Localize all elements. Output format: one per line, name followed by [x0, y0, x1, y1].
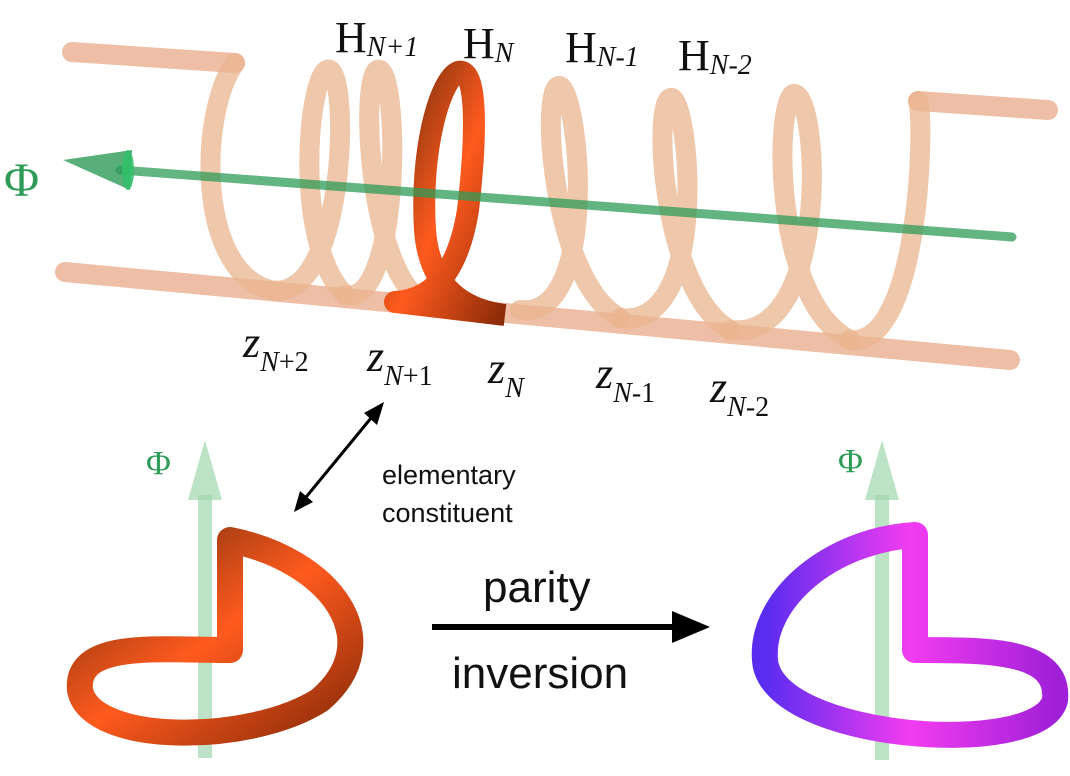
constituent-label-line2: constituent	[382, 498, 513, 528]
z-label-n-minus-1: zN-1	[596, 349, 656, 409]
z-label-n-plus-1: zN+1	[367, 332, 433, 392]
phi-axis-top	[63, 150, 1017, 242]
parity-label: parity	[483, 563, 591, 612]
constituent-arrow	[294, 402, 384, 512]
constituent-label-line1: elementary	[382, 460, 516, 490]
helix-label-h-n: HN	[463, 19, 514, 69]
inversion-label: inversion	[452, 649, 629, 698]
highlighted-loop	[384, 60, 507, 326]
left-constituent	[66, 440, 364, 758]
helix-label-h-n-minus-1: HN-1	[565, 23, 639, 73]
phi-label-top: Φ	[4, 154, 40, 207]
z-label-n-minus-2: zN-2	[710, 363, 770, 423]
phi-label-left: Φ	[146, 445, 171, 482]
phi-label-right: Φ	[838, 443, 863, 480]
right-constituent	[751, 440, 1069, 760]
z-label-n-plus-2: zN+2	[243, 318, 309, 378]
z-label-n: zN	[488, 344, 524, 404]
helix-label-h-n-plus-1: HN+1	[335, 13, 419, 63]
parity-arrow	[432, 611, 710, 643]
helix-label-h-n-minus-2: HN-2	[678, 31, 752, 81]
